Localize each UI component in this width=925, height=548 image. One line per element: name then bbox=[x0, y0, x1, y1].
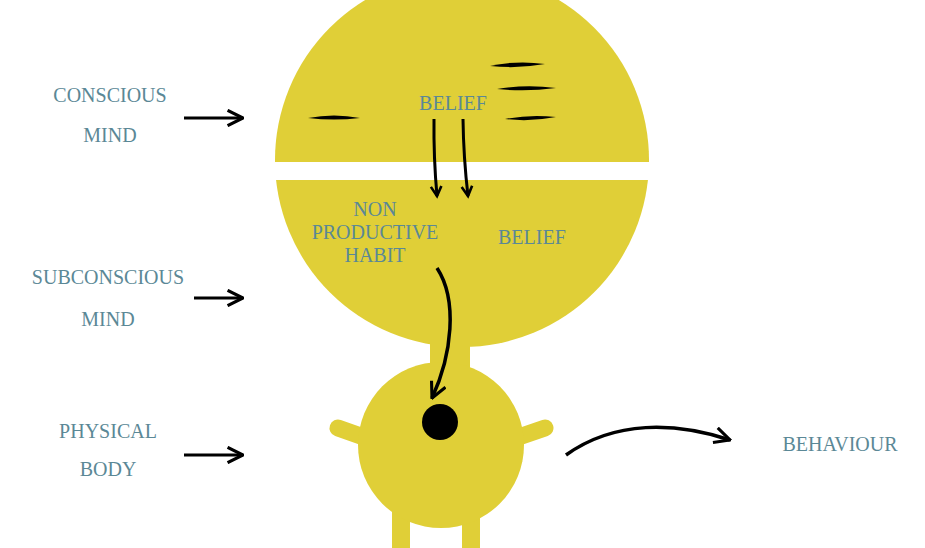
belief-arrow bbox=[431, 119, 442, 196]
physical-body bbox=[358, 362, 524, 528]
part-label: PHYSICAL BODY bbox=[46, 412, 171, 488]
part-label: CONSCIOUS MIND bbox=[40, 75, 180, 155]
node-text: BELIEF bbox=[419, 92, 487, 115]
pointer-arrow bbox=[184, 117, 243, 120]
node-text: BELIEF bbox=[498, 226, 566, 249]
node-text: NON PRODUCTIVE HABIT bbox=[307, 198, 443, 267]
thought-stroke bbox=[490, 62, 545, 67]
thought-stroke bbox=[505, 116, 556, 120]
thought-stroke bbox=[497, 86, 556, 90]
thought-stroke bbox=[308, 116, 360, 120]
conscious-region bbox=[275, 0, 649, 162]
body-dot bbox=[422, 404, 458, 440]
pointer-arrow bbox=[184, 454, 243, 457]
belief-arrow bbox=[462, 119, 472, 196]
subconscious-mind-area: NON PRODUCTIVE HABIT BELIEF bbox=[305, 198, 570, 269]
conscious-mind-area: BELIEF bbox=[415, 90, 491, 117]
subconscious-region bbox=[275, 180, 649, 347]
pointer-arrow bbox=[194, 297, 243, 300]
part-label: SUBCONSCIOUS MIND bbox=[22, 256, 194, 340]
behaviour-arrow bbox=[566, 427, 730, 455]
part-label: BEHAVIOUR bbox=[770, 430, 910, 458]
habit-arrow bbox=[432, 268, 450, 398]
